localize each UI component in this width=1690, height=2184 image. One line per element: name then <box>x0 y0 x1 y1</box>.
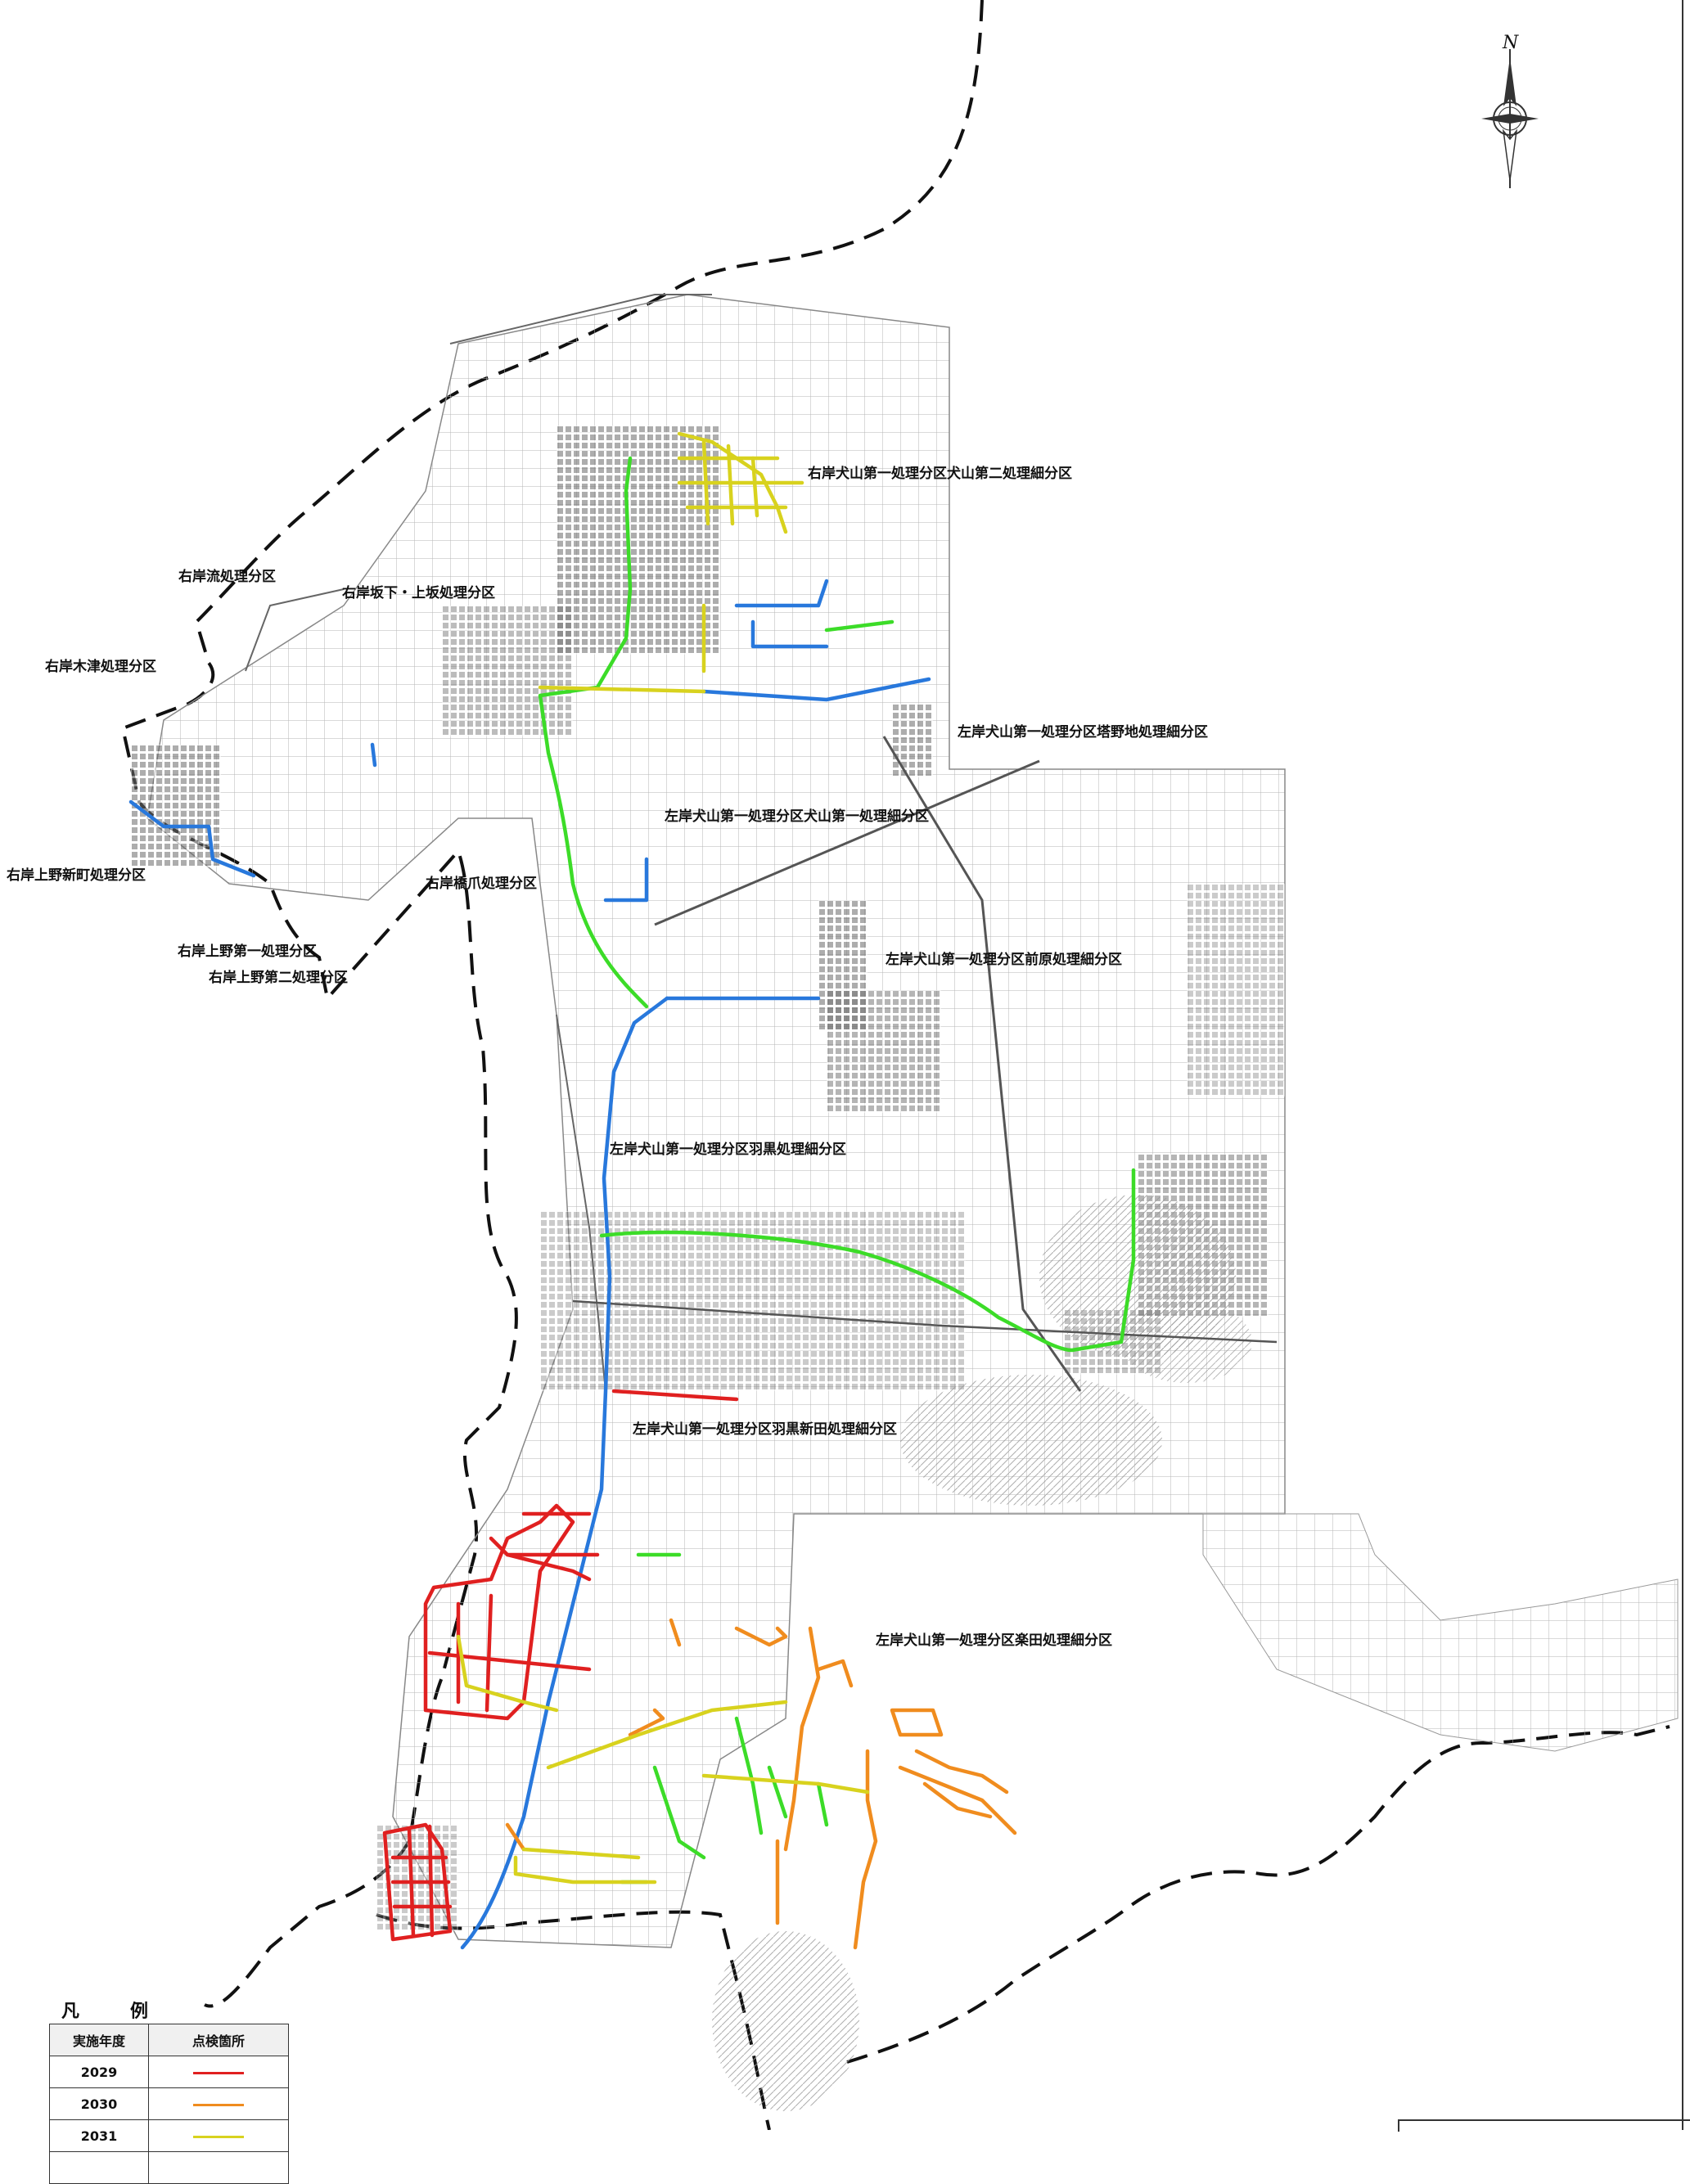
district-label: 右岸犬山第一処理分区犬山第二処理細分区 <box>808 466 1072 482</box>
district-label: 右岸橋爪処理分区 <box>426 876 537 892</box>
title-block <box>1398 2119 1690 2132</box>
legend-row: 2029 <box>49 2056 289 2088</box>
routes-2029 <box>382 1389 739 1942</box>
district-label: 左岸犬山第一処理分区前原処理細分区 <box>886 952 1122 968</box>
legend-row <box>49 2151 289 2184</box>
legend-year: 2030 <box>49 2087 149 2120</box>
legend-year: 2031 <box>49 2119 149 2152</box>
map-canvas <box>120 0 1679 2130</box>
city-boundary-east <box>846 1725 1670 2064</box>
city-boundary-south <box>376 1910 771 2130</box>
district-label: 左岸犬山第一処理分区楽田処理細分区 <box>876 1632 1112 1649</box>
legend-title: 凡 例 <box>61 2002 165 2022</box>
district-label: 左岸犬山第一処理分区羽黒新田処理細分区 <box>633 1421 897 1438</box>
district-label: 左岸犬山第一処理分区犬山第一処理細分区 <box>665 808 929 825</box>
district-label: 右岸流処理分区 <box>178 569 276 585</box>
legend-year: 2029 <box>49 2056 149 2088</box>
legend-header-year: 実施年度 <box>49 2024 149 2056</box>
district-label: 右岸上野第二処理分区 <box>209 970 348 986</box>
district-label: 右岸木津処理分区 <box>45 659 156 675</box>
routes-2030 <box>505 1618 1017 1950</box>
legend-row: 2031 <box>49 2119 289 2152</box>
legend-swatch-2030 <box>193 2103 244 2106</box>
district-label: 右岸上野新町処理分区 <box>7 867 146 884</box>
legend-year <box>49 2151 149 2184</box>
legend-row: 2030 <box>49 2087 289 2120</box>
legend-table: 実施年度 点検箇所 2029 2030 2031 <box>49 2024 289 2184</box>
district-label: 右岸坂下・上坂処理分区 <box>342 585 495 601</box>
district-label: 左岸犬山第一処理分区塔野地処理細分区 <box>958 724 1208 741</box>
north-arrow-icon <box>1481 49 1539 188</box>
routes-blue <box>128 579 931 1950</box>
legend-header-location: 点検箇所 <box>148 2024 289 2056</box>
urban-fabric <box>131 294 1679 2111</box>
routes-2031 <box>456 431 870 1885</box>
legend-swatch-2029 <box>193 2071 244 2074</box>
map-frame-right <box>1682 0 1683 2130</box>
district-label: 右岸上野第一処理分区 <box>178 943 317 960</box>
legend-swatch-2031 <box>193 2135 244 2138</box>
compass-letter: N <box>1503 33 1519 53</box>
district-label: 左岸犬山第一処理分区羽黒処理細分区 <box>610 1142 846 1158</box>
